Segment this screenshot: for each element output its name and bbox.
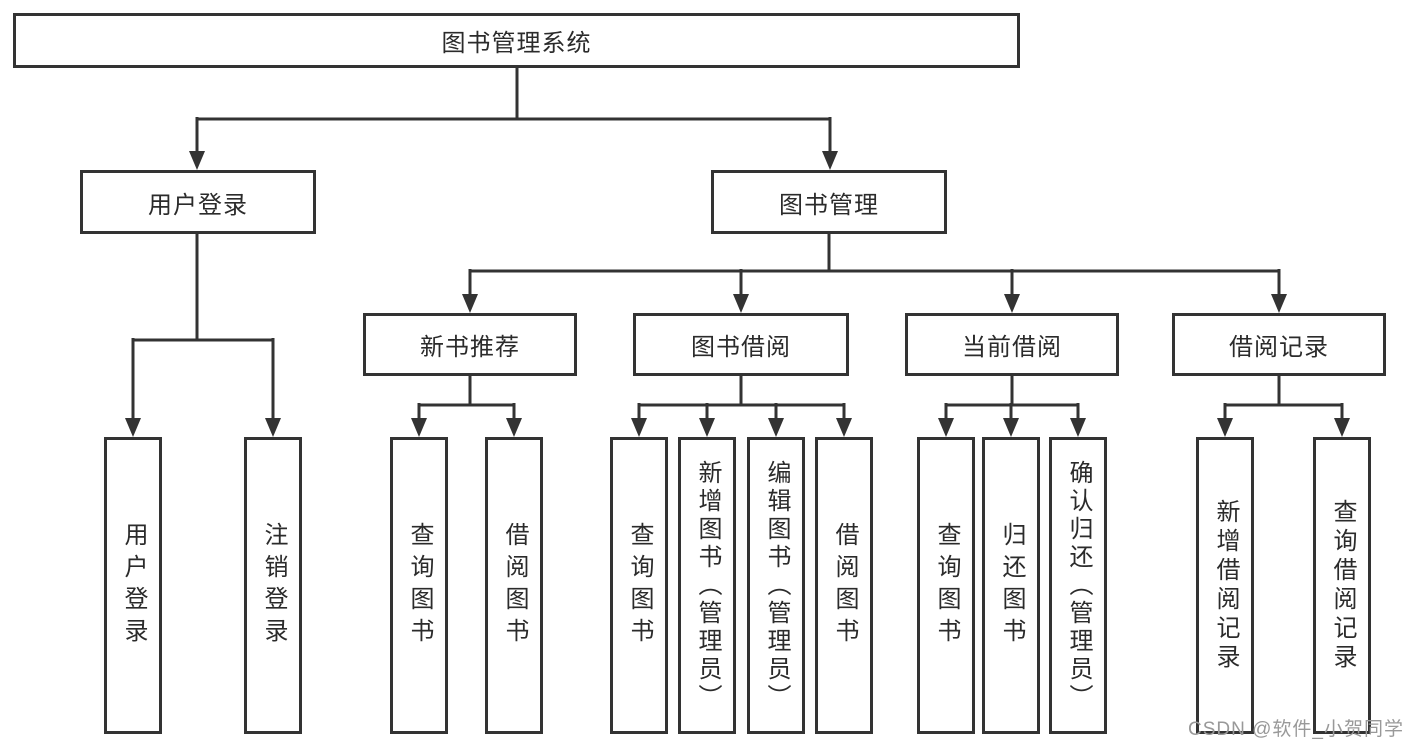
leaf-current-return-books-label: 归还图书	[998, 521, 1025, 650]
leaf-records-add-record-label: 新增借阅记录	[1212, 498, 1239, 673]
leaf-borrowing-query-books: 查询图书	[610, 437, 668, 734]
leaf-current-query-books-label: 查询图书	[933, 521, 960, 650]
node-new-book-recommend: 新书推荐	[363, 313, 577, 376]
leaf-borrowing-edit-books-admin-label: 编辑图书（管理员）	[763, 459, 790, 712]
node-book-borrowing: 图书借阅	[633, 313, 849, 376]
leaf-recommend-borrow-books-label: 借阅图书	[501, 521, 528, 650]
csdn-watermark: CSDN @软件_小贺同学	[1188, 719, 1404, 740]
leaf-recommend-query-books-label: 查询图书	[406, 521, 433, 650]
leaf-user-login: 用户登录	[104, 437, 162, 734]
node-book-management: 图书管理	[711, 170, 947, 234]
leaf-records-query-record: 查询借阅记录	[1313, 437, 1371, 734]
leaf-borrowing-borrow-books-label: 借阅图书	[831, 521, 858, 650]
leaf-recommend-query-books: 查询图书	[390, 437, 448, 734]
node-user-login: 用户登录	[80, 170, 316, 234]
leaf-borrowing-query-books-label: 查询图书	[626, 521, 653, 650]
node-borrowing-records: 借阅记录	[1172, 313, 1386, 376]
leaf-current-confirm-return-admin: 确认归还（管理员）	[1049, 437, 1107, 734]
leaf-current-query-books: 查询图书	[917, 437, 975, 734]
leaf-current-confirm-return-admin-label: 确认归还（管理员）	[1065, 459, 1092, 712]
leaf-borrowing-add-books-admin: 新增图书（管理员）	[678, 437, 736, 734]
leaf-borrowing-borrow-books: 借阅图书	[815, 437, 873, 734]
leaf-borrowing-edit-books-admin: 编辑图书（管理员）	[747, 437, 805, 734]
leaf-logout-label: 注销登录	[260, 521, 287, 650]
node-library-system: 图书管理系统	[13, 13, 1020, 68]
leaf-recommend-borrow-books: 借阅图书	[485, 437, 543, 734]
node-current-borrowing: 当前借阅	[905, 313, 1119, 376]
leaf-records-query-record-label: 查询借阅记录	[1329, 498, 1356, 673]
leaf-logout: 注销登录	[244, 437, 302, 734]
leaf-records-add-record: 新增借阅记录	[1196, 437, 1254, 734]
leaf-current-return-books: 归还图书	[982, 437, 1040, 734]
leaf-borrowing-add-books-admin-label: 新增图书（管理员）	[694, 459, 721, 712]
leaf-user-login-label: 用户登录	[120, 521, 147, 650]
